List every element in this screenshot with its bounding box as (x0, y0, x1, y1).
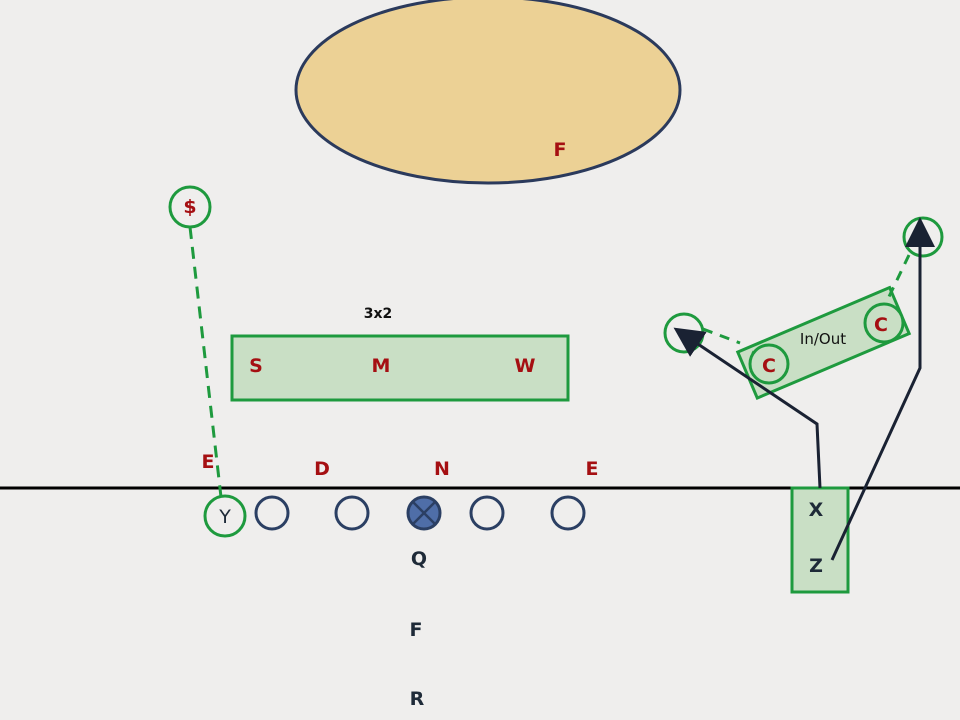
deep-zone-label: F (553, 139, 567, 161)
lineman-circle (550, 495, 586, 531)
flat-dash-line (702, 327, 741, 345)
deep-target-circle (902, 216, 944, 258)
dl-nose: N (434, 458, 450, 480)
dollar-label: $ (183, 196, 197, 218)
corner-2: C (874, 314, 888, 336)
dl-tackle: D (314, 458, 330, 480)
quarterback: Q (410, 548, 428, 570)
corner-circle-2 (863, 302, 905, 344)
dollar-dash-line (188, 226, 223, 498)
center-x-icon (406, 495, 442, 531)
underneath-zone (230, 334, 570, 402)
in-out-label: In/Out (799, 330, 847, 348)
defender-m: M (371, 355, 391, 377)
lineman-circle (334, 495, 370, 531)
dl-end-right: E (585, 458, 599, 480)
corner-1: C (762, 355, 776, 377)
defender-w: W (514, 355, 536, 377)
tight-end-circle (203, 494, 247, 538)
flat-target-circle (663, 312, 705, 354)
running-back: R (409, 688, 425, 710)
x-route (673, 327, 822, 489)
deep-dash-line (883, 254, 911, 306)
deep-zone (294, 0, 682, 185)
corner-circle-1 (748, 343, 790, 385)
tight-end-label: Y (219, 506, 231, 528)
receiver-x: X (808, 499, 824, 521)
dollar-circle (168, 185, 212, 229)
receiver-z: Z (809, 555, 823, 577)
defender-s: S (249, 355, 263, 377)
dl-end-left: E (201, 451, 215, 473)
lineman-circle (469, 495, 505, 531)
z-route (830, 217, 935, 561)
zone-title: 3x2 (363, 306, 393, 322)
lineman-circle (254, 495, 290, 531)
fullback: F (409, 619, 423, 641)
